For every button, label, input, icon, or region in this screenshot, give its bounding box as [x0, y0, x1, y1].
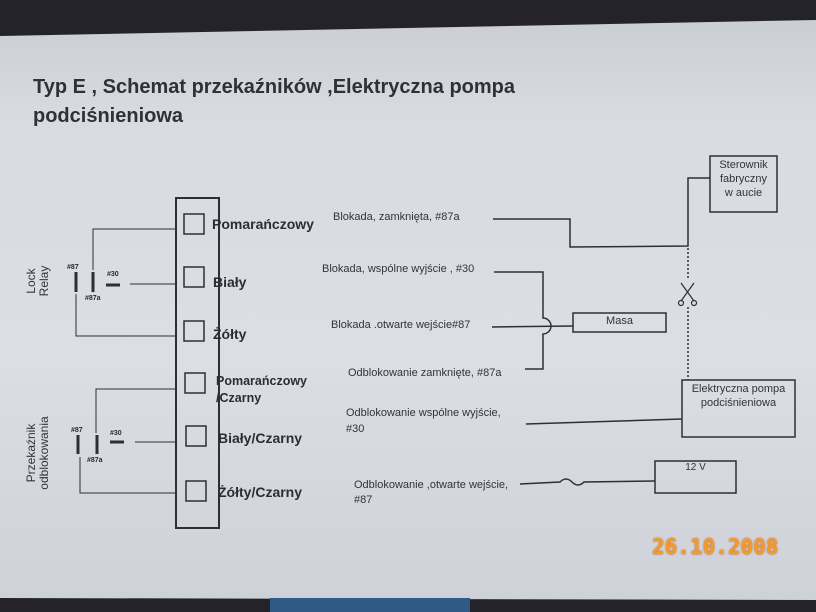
wire-label-lock-30: Blokada, wspólne wyjście , #30 [322, 263, 475, 275]
connector-pin-6 [185, 480, 207, 502]
lock-relay-symbol [74, 228, 175, 337]
pin-label-orange-black-2: /Czarny [216, 391, 262, 405]
page-title-line1: Typ E , Schemat przekaźników ,Elektryczn… [33, 76, 516, 98]
wire-30-bridge [494, 271, 552, 370]
scissors-icon [677, 282, 698, 307]
connector-body [175, 197, 220, 529]
wire-87-unlock [519, 478, 656, 486]
controller-box [709, 155, 778, 213]
connector-pin-5 [185, 425, 207, 447]
page-title-line2: podciśnieniowa [33, 105, 184, 127]
pump-box [681, 379, 796, 438]
wire-label-lock-87a: Blokada, zamknięta, #87a [333, 211, 460, 223]
pin-87a-unlock: #87a [87, 457, 103, 464]
pin-87-lock: #87 [67, 264, 79, 271]
pin-label-orange: Pomarańczowy [212, 216, 314, 232]
wire-87a-lock [493, 177, 710, 248]
wire-label-unlock-30-2: #30 [346, 423, 365, 435]
lock-relay-label: Lock Relay [24, 241, 51, 321]
power-box-label: 12 V [685, 462, 706, 473]
wire-87-lock [491, 325, 574, 328]
wire-30-unlock [525, 418, 683, 425]
pin-label-white-black: Biały/Czarny [218, 430, 303, 446]
pump-box-label: Elektryczna pompa podciśnieniowa [682, 382, 795, 410]
pin-87-unlock: #87 [71, 427, 83, 434]
pin-30-lock: #30 [107, 271, 119, 278]
date-stamp: 26.10.2008 [652, 535, 779, 559]
controller-box-label: Sterownik fabryczny w aucie [710, 158, 777, 200]
connector-pin-2 [183, 266, 205, 288]
wire-label-unlock-87-2: #87 [354, 494, 373, 506]
ground-box [572, 312, 667, 333]
pin-30-unlock: #30 [110, 430, 122, 437]
unlock-relay-symbol [76, 388, 177, 494]
box-label-line: podciśnieniowa [700, 397, 777, 409]
pin-label-yellow: Żółty [213, 326, 247, 342]
pin-label-yellow-black: Żółty/Czarny [218, 484, 303, 500]
ground-box-label: Masa [606, 315, 633, 327]
unlock-relay-label: Przekaźnik odblokowania [24, 408, 51, 498]
pin-label-orange-black-1: Pomarańczowy [216, 374, 308, 388]
relay-label-line: odblokowania [37, 416, 51, 490]
relay-label-line: Relay [37, 265, 51, 297]
wire-label-lock-87: Blokada .otwarte wejście#87 [331, 319, 471, 331]
power-box [654, 460, 737, 494]
background-object [270, 598, 470, 612]
box-label-line: fabryczny [719, 173, 768, 185]
connector-pin-4 [184, 372, 206, 394]
wire-label-unlock-87-1: Odblokowanie ,otwarte wejście, [354, 479, 509, 491]
box-label-line: w aucie [724, 187, 763, 199]
connector-pin-3 [183, 320, 205, 342]
pin-label-white: Biały [213, 274, 247, 290]
box-label-line: Elektryczna pompa [691, 383, 786, 395]
connector-pin-1 [183, 213, 205, 235]
wire-label-unlock-87a: Odblokowanie zamknięte, #87a [348, 367, 502, 379]
wire-label-unlock-30-1: Odblokowanie wspólne wyjście, [346, 407, 501, 419]
box-label-line: Sterownik [719, 159, 768, 171]
pin-87a-lock: #87a [85, 295, 101, 302]
